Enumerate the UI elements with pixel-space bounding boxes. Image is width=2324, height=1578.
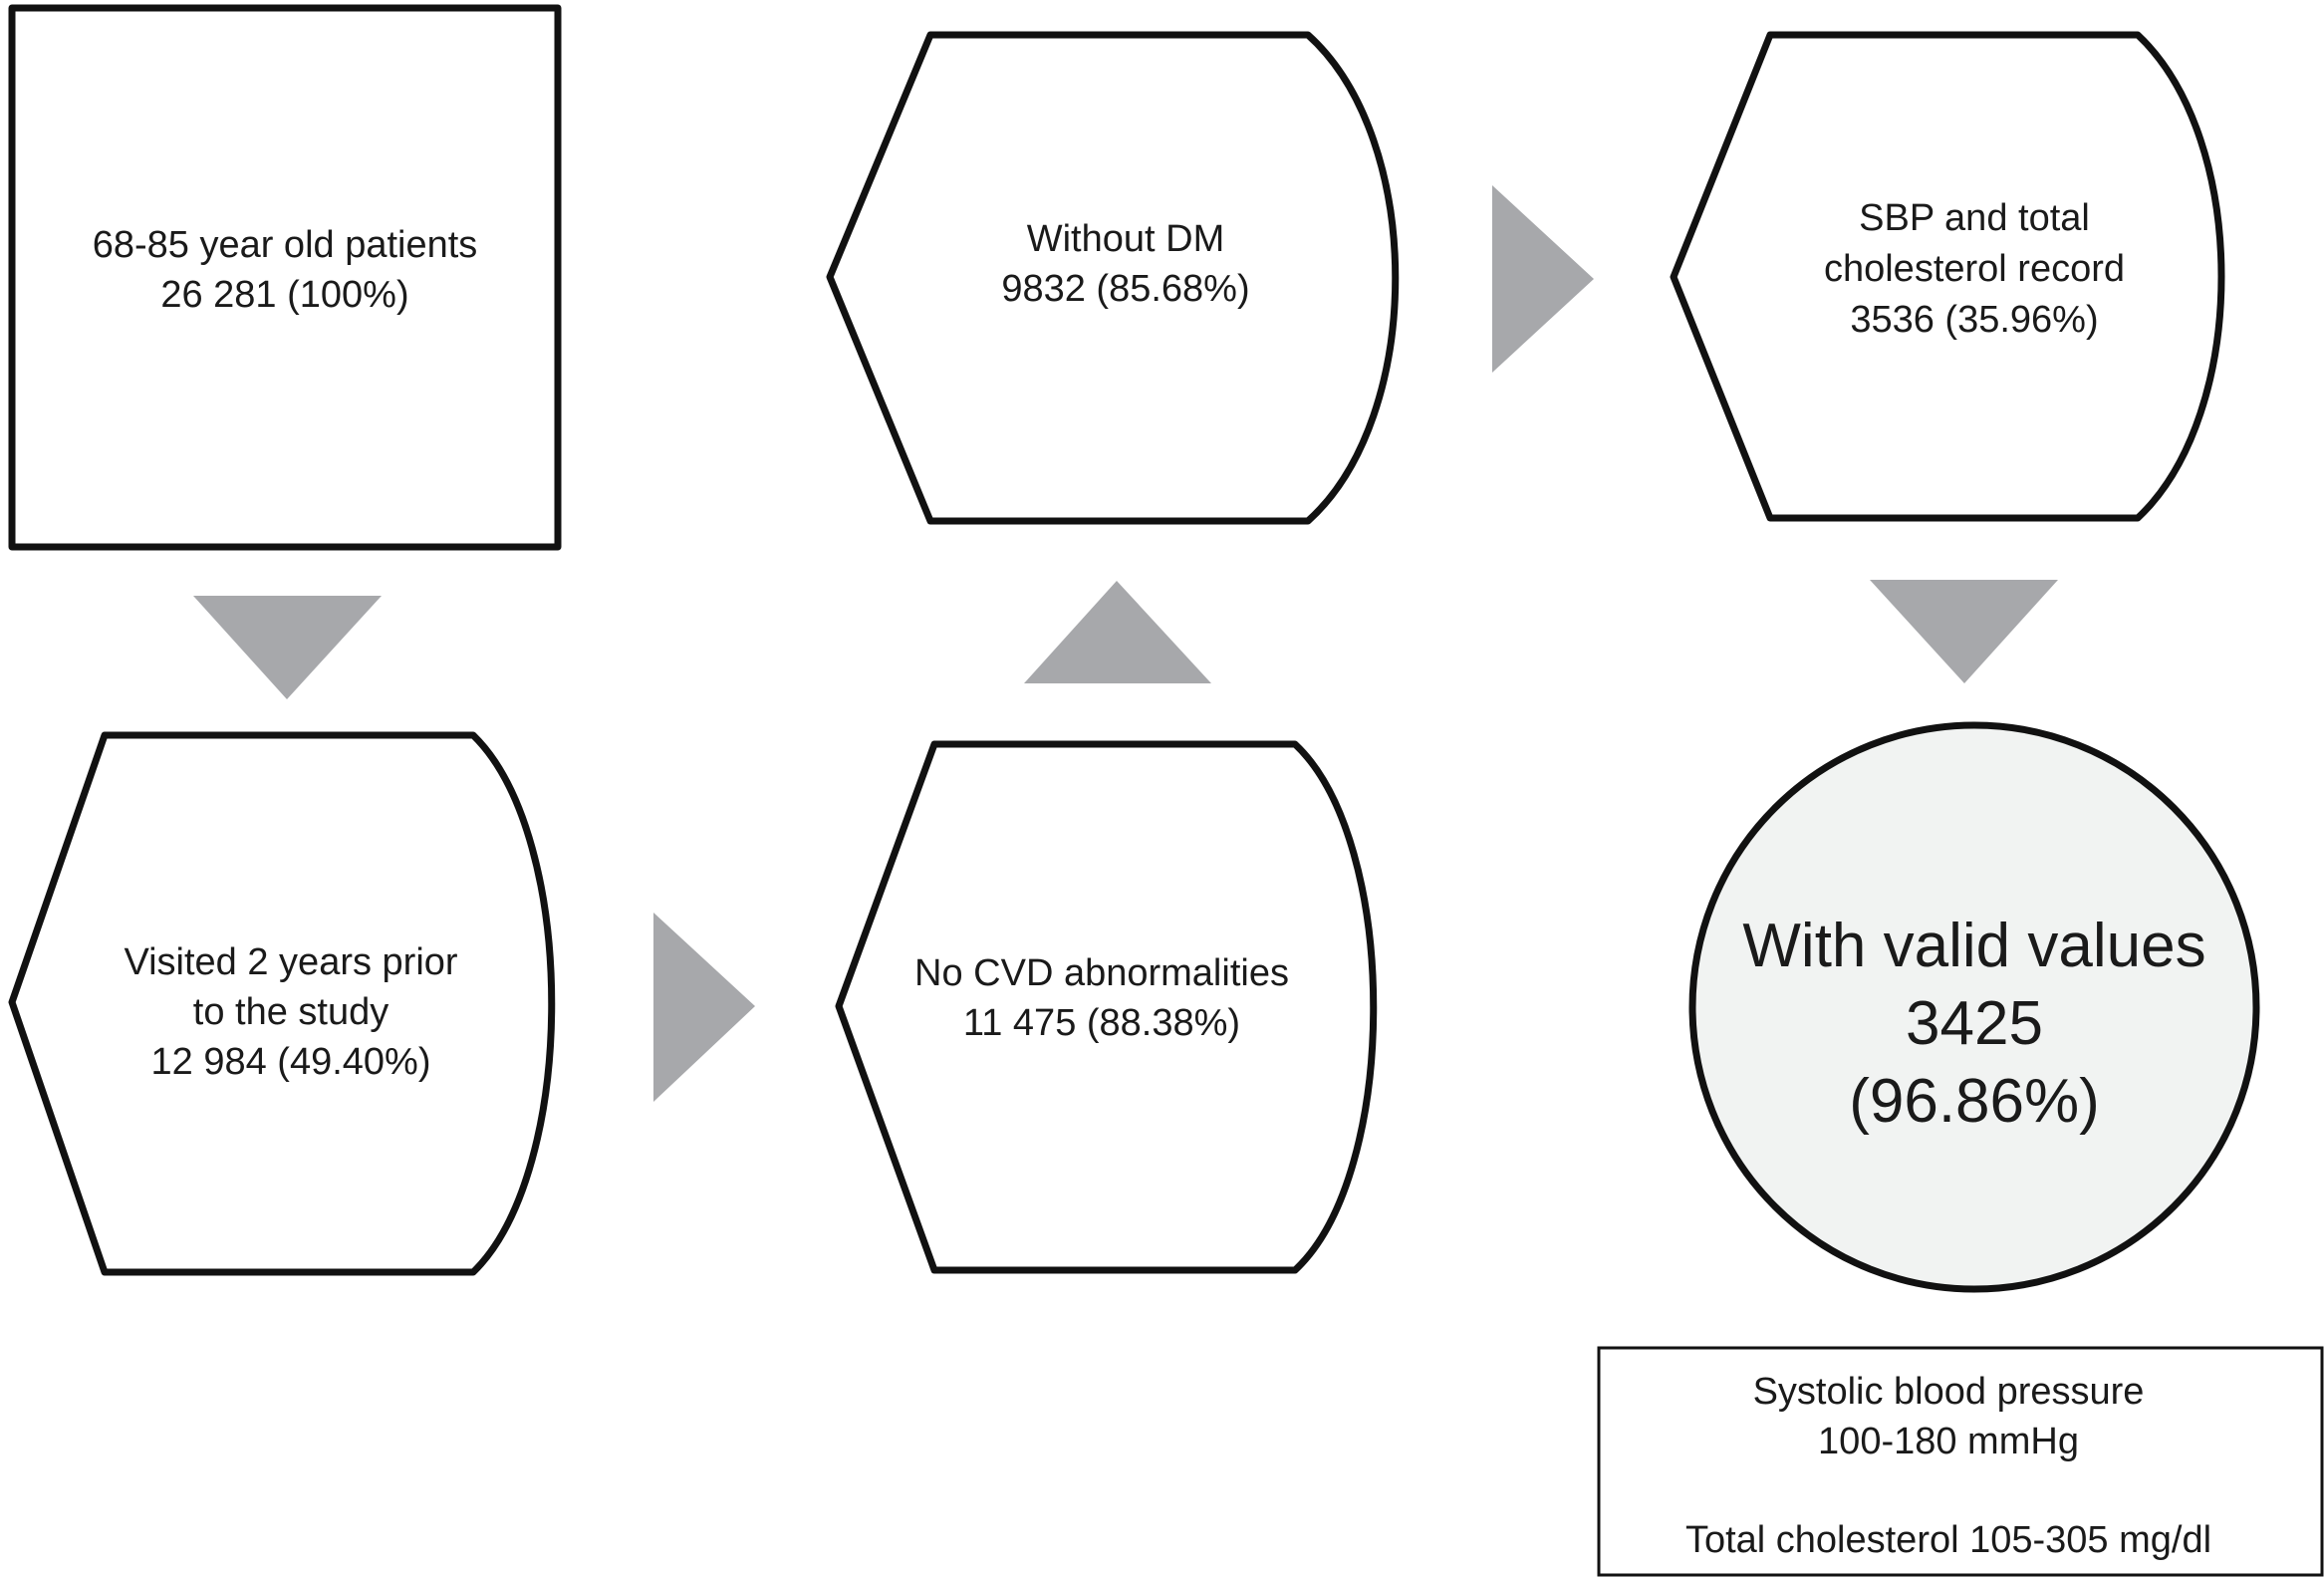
node-patients-line-1: 68-85 year old patients [93, 224, 478, 266]
arrow-down-1 [193, 596, 382, 699]
node-patients-box [8, 4, 562, 551]
node-visited-line-1: Visited 2 years prior [124, 941, 457, 983]
node-no-cvd-box [835, 740, 1378, 1274]
node-sbp-line-2: cholesterol record [1824, 248, 2125, 290]
node-without-dm-box [826, 31, 1400, 525]
node-no-cvd-line-1: No CVD abnormalities [914, 952, 1289, 994]
node-sbp-line-3: 3536 (35.96%) [1850, 299, 2098, 341]
criteria-note-box [1597, 1346, 2324, 1577]
arrow-right-2 [1492, 185, 1594, 373]
node-patients-line-2: 26 281 (100%) [160, 274, 408, 316]
criteria-note-line-2: 100-180 mmHg [1818, 1421, 2079, 1462]
node-visited-line-3: 12 984 (49.40%) [151, 1041, 431, 1083]
node-sbp-line-1: SBP and total [1859, 197, 2090, 239]
node-valid-line-1: With valid values [1742, 912, 2205, 980]
node-without-dm-line-1: Without DM [1027, 218, 1224, 260]
arrow-down-2 [1870, 580, 2058, 683]
node-valid-circle [1688, 721, 2260, 1293]
node-valid-line-2: 3425 [1906, 989, 2043, 1058]
node-sbp-box [1670, 31, 2225, 522]
node-visited-box [8, 731, 556, 1276]
arrow-up-1 [1024, 581, 1211, 683]
criteria-note-line-1: Systolic blood pressure [1753, 1371, 2145, 1413]
arrow-right-1 [653, 913, 755, 1102]
node-visited-line-2: to the study [193, 991, 388, 1033]
node-valid-line-3: (96.86%) [1849, 1067, 2100, 1136]
node-without-dm-line-2: 9832 (85.68%) [1001, 268, 1249, 310]
node-no-cvd-line-2: 11 475 (88.38%) [963, 1002, 1240, 1044]
criteria-note-line-4: Total cholesterol 105-305 mg/dl [1685, 1519, 2211, 1561]
